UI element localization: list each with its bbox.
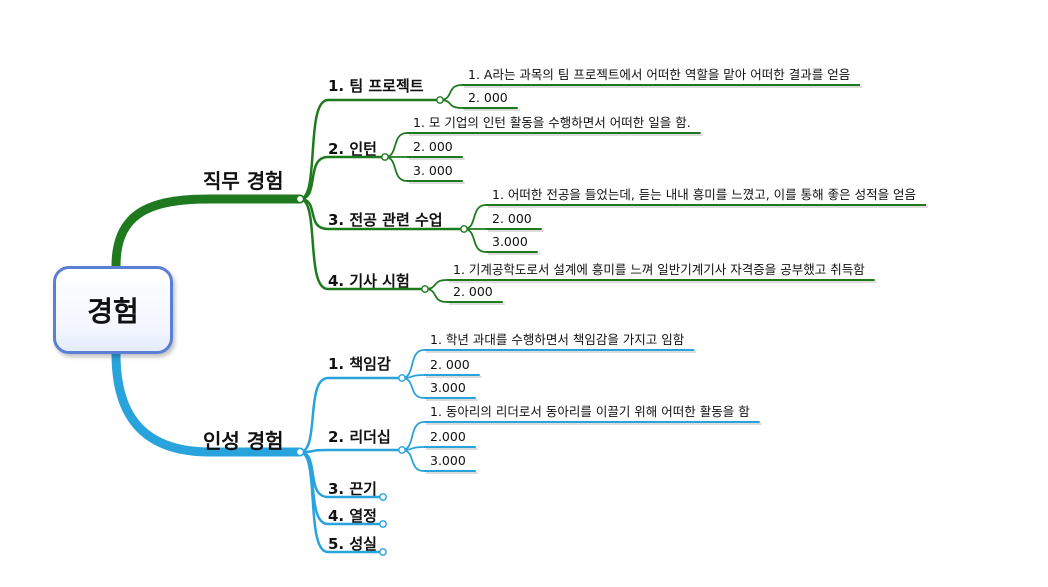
link-main-sub <box>299 155 329 201</box>
link-sub-item <box>384 132 408 158</box>
link-main-sub <box>299 197 329 231</box>
link-main-sub <box>299 376 329 454</box>
sub-node-dot <box>379 493 387 501</box>
leaf-label[interactable]: 1. 기계공학도로서 설계에 흥미를 느껴 일반기계기사 자격증을 공부했고 취… <box>453 262 865 277</box>
link-sub-item <box>463 228 487 253</box>
sub-node-dot <box>379 520 387 528</box>
link-sub-item <box>401 421 425 451</box>
leaf-label[interactable]: 1. 동아리의 리더로서 동아리를 이끌기 위해 어떠한 활동을 함 <box>430 404 750 419</box>
main-node-dot <box>295 447 305 457</box>
leaf-label[interactable]: 2. 000 <box>492 211 532 226</box>
leaf-label[interactable]: 2. 000 <box>430 357 470 372</box>
leaf-label[interactable]: 1. 어떠한 전공을 들었는데, 듣는 내내 흥미를 느꼈고, 이를 통해 좋은… <box>492 187 917 202</box>
leaf-label[interactable]: 2. 000 <box>453 284 493 299</box>
sub-node-dot <box>421 285 429 293</box>
sub-label[interactable]: 5. 성실 <box>328 535 377 553</box>
sub-label[interactable]: 4. 기사 시험 <box>328 272 410 290</box>
main-node-dot <box>295 194 305 204</box>
leaf-label[interactable]: 1. 학년 과대를 수행하면서 책임감을 가지고 임함 <box>430 332 685 347</box>
link-sub-item <box>401 349 425 379</box>
leaf-label[interactable]: 2. 000 <box>468 90 508 105</box>
sub-label[interactable]: 2. 리더십 <box>328 428 391 446</box>
sub-node-dot <box>379 548 387 556</box>
trunk-0 <box>111 194 305 271</box>
root-label: 경험 <box>87 295 139 328</box>
link-sub-item <box>463 204 487 230</box>
link-main-sub <box>299 197 329 291</box>
sub-node-dot <box>398 374 406 382</box>
trunk-1 <box>111 349 305 457</box>
root-node[interactable]: 경험 <box>53 266 173 354</box>
sub-label[interactable]: 1. 책임감 <box>328 355 391 373</box>
sub-label[interactable]: 1. 팀 프로젝트 <box>328 77 424 95</box>
leaf-label[interactable]: 2.000 <box>430 429 466 444</box>
link-main-sub <box>299 98 329 201</box>
sub-node-dot <box>460 225 468 233</box>
leaf-label[interactable]: 3.000 <box>430 380 466 395</box>
leaf-label[interactable]: 1. 모 기업의 인턴 활동을 수행하면서 어떠한 일을 함. <box>413 115 691 130</box>
sub-label[interactable]: 2. 인턴 <box>328 140 377 158</box>
link-sub-item <box>384 156 408 182</box>
sub-node-dot <box>381 153 389 161</box>
leaf-label[interactable]: 1. A라는 과목의 팀 프로젝트에서 어떠한 역할을 맡아 어떠한 결과를 얻… <box>468 67 851 82</box>
sub-label[interactable]: 3. 끈기 <box>328 480 377 498</box>
leaf-label[interactable]: 3.000 <box>430 453 466 468</box>
leaf-label[interactable]: 3. 000 <box>413 163 453 178</box>
branch-label-0[interactable]: 직무 경험 <box>203 169 284 193</box>
link-sub-item <box>401 449 425 472</box>
sub-label[interactable]: 3. 전공 관련 수업 <box>328 211 443 229</box>
sub-label[interactable]: 4. 열정 <box>328 507 377 525</box>
link-sub-item <box>401 377 425 399</box>
link-sub-item <box>439 84 463 101</box>
link-main-sub <box>299 450 329 554</box>
leaf-label[interactable]: 2. 000 <box>413 139 453 154</box>
branch-label-1[interactable]: 인성 경험 <box>203 429 284 453</box>
leaf-label[interactable]: 3.000 <box>492 234 528 249</box>
sub-node-dot <box>398 446 406 454</box>
sub-node-dot <box>436 96 444 104</box>
